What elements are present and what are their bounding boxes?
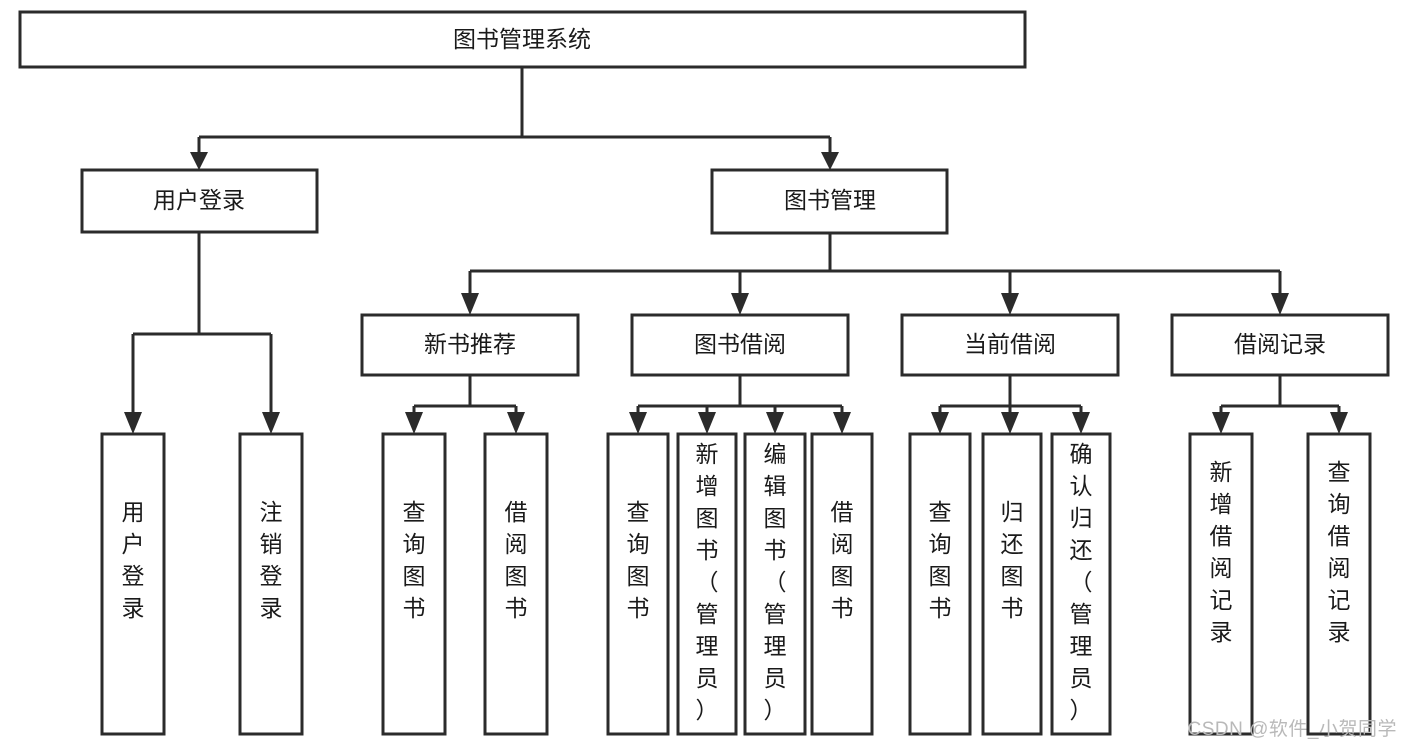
node-leaf-logout-login[interactable]: 注销登录 [238, 432, 304, 736]
leaf-query-book-2-box[interactable] [606, 432, 670, 736]
node-leaf-query-book-2[interactable]: 查询图书 [606, 432, 670, 736]
leaf-query-book-2-label: 查询图书 [627, 499, 650, 621]
arrow-to-leaf-query-book-1 [405, 412, 423, 434]
leaf-logout-login-label: 注销登录 [260, 499, 283, 621]
leaf-edit-book-label: 编辑图书（管理员） [764, 441, 787, 723]
leaf-confirm-return-box[interactable] [1050, 432, 1112, 736]
leaf-layer: 用户登录 注销登录 查询图书 借阅图书 查询图书 新增图书（管理员） [100, 432, 1372, 736]
leaf-query-record-label: 查询借阅记录 [1328, 459, 1351, 645]
arrow-to-borrow-record [1271, 293, 1289, 315]
user-login-box[interactable] [80, 168, 319, 234]
node-leaf-borrow-book-1[interactable]: 借阅图书 [483, 432, 549, 736]
connector-borrow-record-trunk [1219, 375, 1341, 420]
leaf-add-book-box[interactable] [676, 432, 738, 736]
arrow-to-user-login [190, 152, 208, 170]
arrow-to-leaf-return-book [1001, 412, 1019, 434]
arrow-to-book-manage [821, 152, 839, 170]
node-current-borrow[interactable]: 当前借阅 [900, 313, 1120, 377]
leaf-add-record-box[interactable] [1188, 432, 1254, 736]
node-leaf-query-record[interactable]: 查询借阅记录 [1306, 432, 1372, 736]
arrow-to-leaf-user-login [124, 412, 142, 434]
connector-root-trunk [197, 67, 832, 158]
node-borrow-record[interactable]: 借阅记录 [1170, 313, 1390, 377]
leaf-query-book-3-label: 查询图书 [929, 499, 952, 621]
arrow-to-leaf-query-book-2 [629, 412, 647, 434]
new-book-recommend-box[interactable] [360, 313, 580, 377]
node-new-book-recommend[interactable]: 新书推荐 [360, 313, 580, 377]
arrow-to-leaf-query-record [1330, 412, 1348, 434]
arrow-to-leaf-edit-book [766, 412, 784, 434]
leaf-logout-login-box[interactable] [238, 432, 304, 736]
leaf-add-book-label: 新增图书（管理员） [696, 441, 719, 723]
book-borrow-label: 图书借阅 [694, 331, 786, 357]
leaf-confirm-return-label: 确认归还（管理员） [1070, 441, 1093, 723]
borrow-record-box[interactable] [1170, 313, 1390, 377]
leaf-query-book-3-box[interactable] [908, 432, 972, 736]
connector-layer [124, 67, 1348, 434]
leaf-return-book-box[interactable] [981, 432, 1043, 736]
arrow-to-new-book-recommend [461, 293, 479, 315]
node-leaf-return-book[interactable]: 归还图书 [981, 432, 1043, 736]
root-label: 图书管理系统 [453, 26, 591, 52]
borrow-record-label: 借阅记录 [1234, 331, 1326, 357]
node-leaf-query-book-3[interactable]: 查询图书 [908, 432, 972, 736]
connector-new-book-recommend-trunk [412, 375, 518, 420]
node-book-borrow[interactable]: 图书借阅 [630, 313, 850, 377]
leaf-user-login-label: 用户登录 [122, 499, 145, 621]
node-leaf-confirm-return[interactable]: 确认归还（管理员） [1050, 432, 1112, 736]
arrow-to-leaf-borrow-book-2 [833, 412, 851, 434]
connector-book-manage-trunk [468, 233, 1282, 298]
leaf-return-book-label: 归还图书 [1001, 499, 1024, 621]
node-leaf-edit-book[interactable]: 编辑图书（管理员） [743, 432, 807, 736]
connector-book-borrow-trunk [636, 375, 844, 420]
user-login-label: 用户登录 [153, 187, 245, 213]
leaf-query-book-1-box[interactable] [381, 432, 447, 736]
node-leaf-add-record[interactable]: 新增借阅记录 [1188, 432, 1254, 736]
new-book-recommend-label: 新书推荐 [424, 331, 516, 357]
node-leaf-user-login[interactable]: 用户登录 [100, 432, 166, 736]
node-leaf-query-book-1[interactable]: 查询图书 [381, 432, 447, 736]
leaf-borrow-book-1-box[interactable] [483, 432, 549, 736]
leaf-user-login-box[interactable] [100, 432, 166, 736]
book-borrow-box[interactable] [630, 313, 850, 377]
current-borrow-box[interactable] [900, 313, 1120, 377]
leaf-query-record-box[interactable] [1306, 432, 1372, 736]
arrow-to-leaf-borrow-book-1 [507, 412, 525, 434]
leaf-borrow-book-2-label: 借阅图书 [831, 499, 854, 621]
csdn-watermark: CSDN @软件_小贺同学 [1187, 719, 1397, 740]
arrow-to-leaf-confirm-return [1072, 412, 1090, 434]
arrow-to-leaf-add-book [698, 412, 716, 434]
book-manage-label: 图书管理 [784, 187, 876, 213]
leaf-add-record-label: 新增借阅记录 [1210, 459, 1233, 645]
connector-user-login-trunk [131, 232, 273, 420]
root-box[interactable] [18, 10, 1027, 69]
leaf-borrow-book-2-box[interactable] [810, 432, 874, 736]
arrow-to-leaf-query-book-3 [931, 412, 949, 434]
arrow-to-book-borrow [731, 293, 749, 315]
node-root[interactable]: 图书管理系统 [18, 10, 1027, 69]
node-book-manage[interactable]: 图书管理 [710, 168, 949, 235]
node-leaf-add-book[interactable]: 新增图书（管理员） [676, 432, 738, 736]
node-user-login[interactable]: 用户登录 [80, 168, 319, 234]
leaf-borrow-book-1-label: 借阅图书 [505, 499, 528, 621]
arrow-to-leaf-logout-login [262, 412, 280, 434]
node-leaf-borrow-book-2[interactable]: 借阅图书 [810, 432, 874, 736]
leaf-query-book-1-label: 查询图书 [403, 499, 426, 621]
arrow-to-leaf-add-record [1212, 412, 1230, 434]
leaf-edit-book-box[interactable] [743, 432, 807, 736]
arrow-to-current-borrow [1001, 293, 1019, 315]
book-manage-box[interactable] [710, 168, 949, 235]
current-borrow-label: 当前借阅 [964, 331, 1056, 357]
